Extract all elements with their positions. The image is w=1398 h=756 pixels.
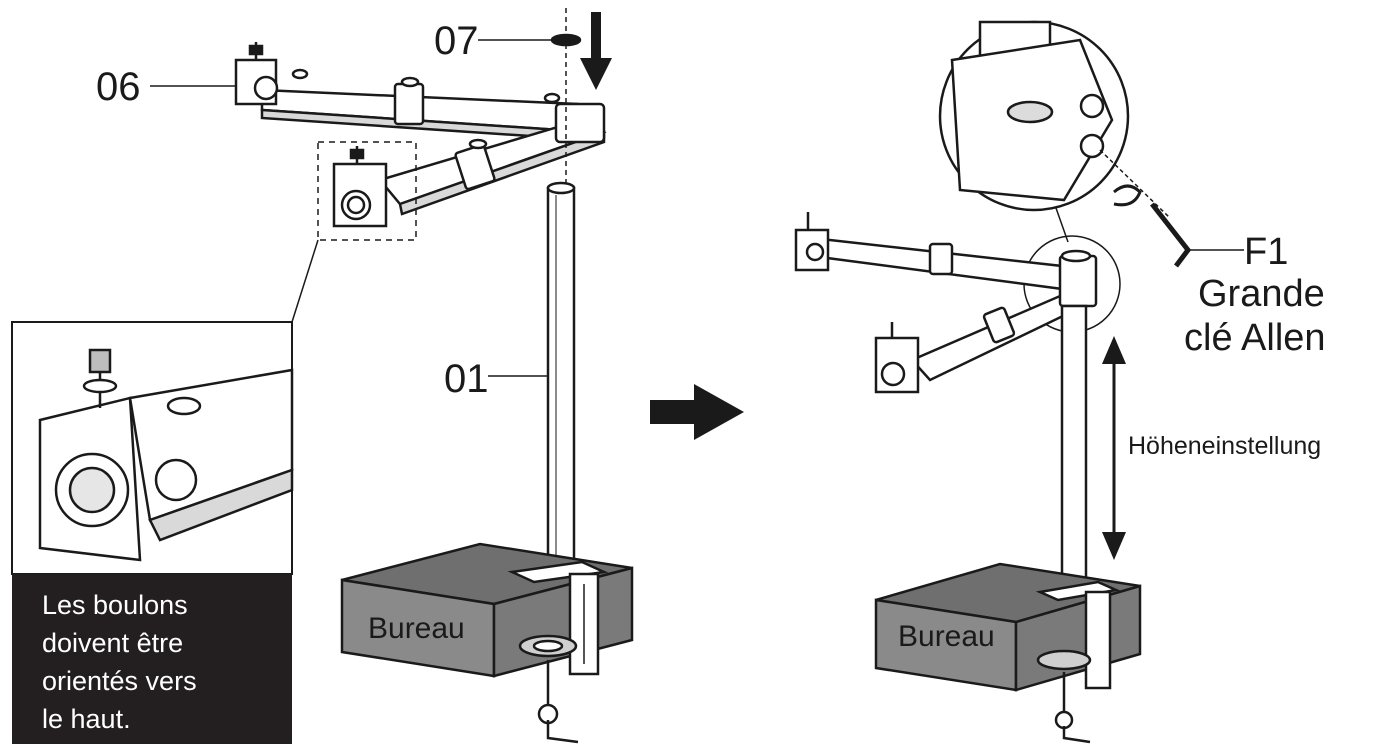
detail-highlight-box — [317, 141, 417, 241]
upper-arm — [260, 68, 602, 142]
vesa-bracket-upper — [234, 42, 279, 106]
desk-clamp-right — [1035, 580, 1121, 744]
label-tool-line2: clé Allen — [1184, 317, 1326, 359]
label-tool-line1: Grande — [1198, 273, 1325, 315]
left-leader-lines — [150, 39, 552, 377]
note-line-3: orientés vers — [42, 666, 197, 696]
note-line-1: Les boulons — [42, 590, 188, 620]
desk-clamp-left — [507, 560, 609, 744]
arm-joint — [554, 102, 606, 144]
label-tool-f1: F1 — [1244, 231, 1288, 273]
left-assembly — [234, 8, 634, 744]
label-part-07: 07 — [434, 19, 479, 63]
label-desk-left: Bureau — [368, 612, 465, 645]
insert-down-arrow — [580, 12, 612, 90]
label-part-01: 01 — [444, 357, 489, 401]
label-part-06: 06 — [96, 65, 141, 109]
detail-leader-line — [291, 239, 319, 323]
inset-detail — [11, 321, 294, 575]
note-box — [12, 574, 292, 744]
label-height-adjust: Höheneinstellung — [1128, 432, 1321, 460]
height-adjust-arrow — [1102, 336, 1126, 560]
label-desk-right: Bureau — [898, 620, 995, 653]
pole-right — [1060, 304, 1088, 594]
allen-key-f1 — [1150, 202, 1192, 268]
transition-arrow — [650, 384, 744, 440]
note-line-4: le haut. — [42, 704, 131, 734]
rotation-arrow — [1113, 184, 1142, 207]
magnifier-detail — [938, 20, 1171, 219]
note-line-2: doivent être — [42, 628, 183, 658]
pole-01 — [546, 181, 576, 570]
right-assembly — [794, 20, 1192, 744]
vesa-bracket-lower — [332, 146, 388, 228]
